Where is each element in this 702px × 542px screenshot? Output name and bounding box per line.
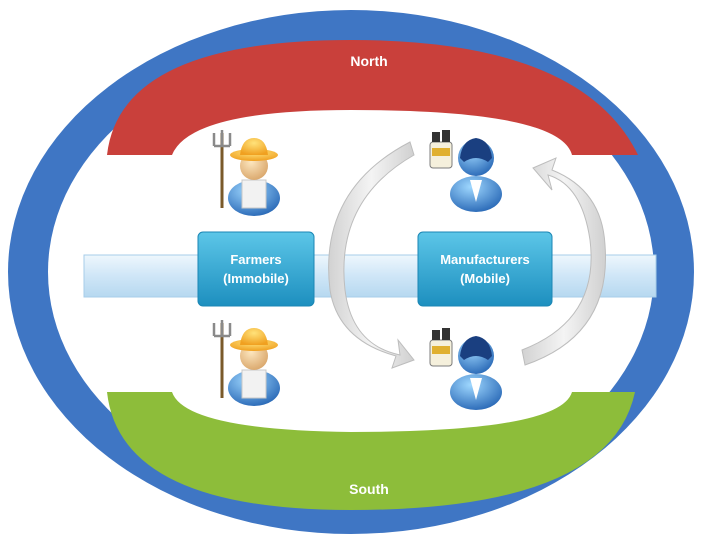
manufacturers-label-line2: (Mobile) bbox=[460, 271, 510, 286]
farmers-box bbox=[197, 231, 315, 307]
farmer-icon bbox=[212, 320, 280, 406]
north-label: North bbox=[350, 53, 387, 69]
south-band bbox=[107, 392, 635, 510]
south-label: South bbox=[349, 481, 389, 497]
farmers-label-line1: Farmers bbox=[230, 252, 281, 267]
manufacturers-box bbox=[417, 231, 553, 307]
farmer-icon bbox=[212, 130, 280, 216]
manufacturers-label-line1: Manufacturers bbox=[440, 252, 530, 267]
horizontal-band bbox=[83, 254, 657, 298]
farmers-label-line2: (Immobile) bbox=[223, 271, 289, 286]
right-curved-arrow bbox=[521, 157, 607, 366]
manufacturer-icon bbox=[429, 130, 502, 212]
manufacturer-icon bbox=[429, 328, 502, 410]
left-curved-arrow bbox=[328, 141, 415, 369]
north-band bbox=[107, 40, 638, 155]
